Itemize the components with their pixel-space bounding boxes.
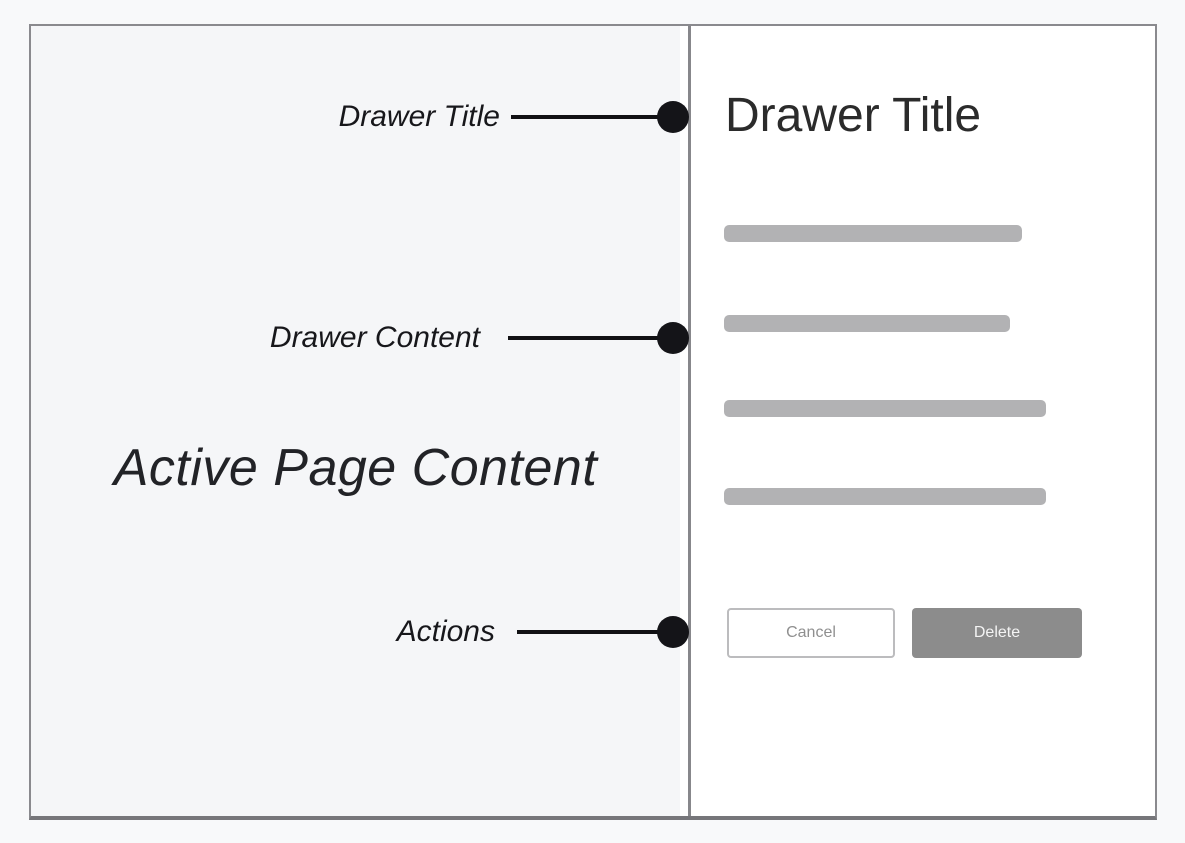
connector-line [511,115,658,119]
drawer-actions: Cancel Delete [691,608,1155,658]
annotation-drawer-content: Drawer Content [270,320,689,356]
wireframe-frame: Drawer Title Drawer Content Actions Acti… [29,24,1157,820]
drawer-edge-divider [688,26,691,816]
connector-line [517,630,658,634]
cancel-button[interactable]: Cancel [727,608,895,658]
content-placeholder-bar [724,400,1046,417]
annotation-actions: Actions [397,614,689,650]
connector-line [508,336,658,340]
drawer-panel [691,26,1155,816]
content-placeholder-bar [724,225,1022,242]
connector-dot [657,101,689,133]
drawer-title: Drawer Title [725,89,982,142]
content-placeholder-bar [724,488,1046,505]
annotation-label: Actions [396,615,495,648]
content-placeholder-bar [724,315,1010,332]
frame-inner: Drawer Title Drawer Content Actions Acti… [31,26,1155,816]
connector-dot [657,322,689,354]
active-page-content-label: Active Page Content [113,439,598,497]
annotation-label: Drawer Title [338,100,500,133]
drawer-content-layer: Drawer Title Cancel Delete [691,26,1155,816]
delete-button[interactable]: Delete [912,608,1082,658]
annotation-label: Drawer Content [269,321,480,354]
active-page-panel [31,26,680,816]
drawer-content-bars [691,26,1155,816]
annotation-drawer-title: Drawer Title [339,99,689,135]
connector-dot [657,616,689,648]
